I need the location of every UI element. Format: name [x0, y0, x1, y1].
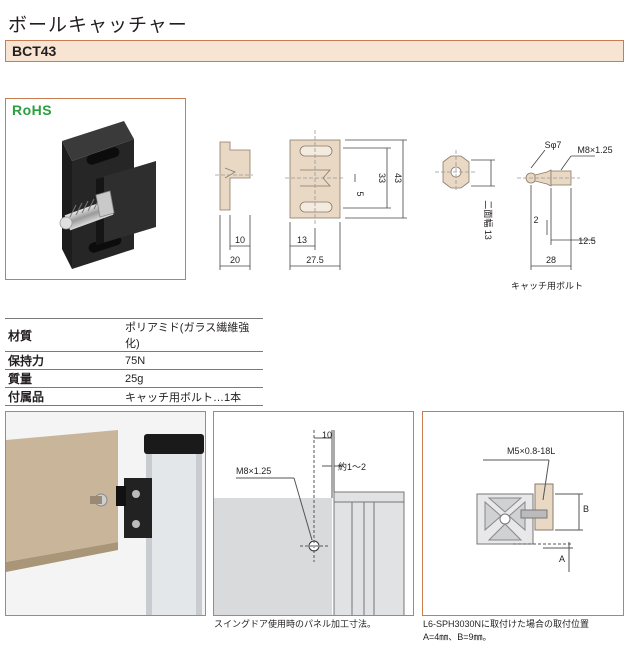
dim-bolt-12-5: 12.5: [578, 236, 596, 246]
mounting-drawing-svg: [476, 459, 583, 572]
spec-row: 材質ポリアミド(ガラス繊維強化): [5, 318, 263, 352]
mounting-drawing: M5×0.8-18L B A: [422, 411, 624, 616]
spec-key: 付属品: [5, 387, 122, 406]
mount-caption-line1: L6-SPH3030Nに取付けた場合の取付位置: [423, 619, 590, 629]
dim-side-5: 5: [355, 191, 365, 196]
model-bar: BCT43: [5, 40, 624, 62]
spec-row: 付属品キャッチ用ボルト…1本: [5, 387, 263, 406]
dim-mount-bolt: M5×0.8-18L: [507, 446, 556, 456]
bolt-view: [517, 149, 595, 270]
panel-caption: スイングドア使用時のパネル加工寸法。: [214, 619, 377, 629]
dim-mount-b: B: [583, 504, 590, 514]
spec-value: 75N: [122, 351, 263, 370]
dim-bolt-sphere: Sφ7: [545, 140, 562, 150]
mount-caption-line2: A=4㎜、B=9㎜。: [423, 632, 492, 642]
ball-catcher-image: [59, 121, 156, 269]
product-photo: RoHS: [5, 98, 186, 280]
page-title: ボールキャッチャー: [8, 14, 188, 36]
dim-panel-10: 10: [322, 430, 333, 440]
panel-drawing-svg: [214, 430, 405, 615]
spec-value: 25g: [122, 369, 263, 388]
spec-key: 材質: [5, 318, 122, 352]
nut-view: [435, 150, 495, 192]
bolt-caption: キャッチ用ボルト: [511, 281, 584, 291]
dim-front-20: 20: [230, 255, 240, 265]
installation-photo: [5, 411, 206, 616]
technical-drawing: 10 20 13 27.5 33 43 5 二面幅 13: [215, 130, 613, 270]
spec-value: ポリアミド(ガラス繊維強化): [122, 318, 263, 352]
model-number: BCT43: [12, 43, 57, 59]
dim-panel-thread: M8×1.25: [236, 466, 272, 476]
dim-side-27-5: 27.5: [306, 255, 324, 265]
dim-side-13: 13: [297, 235, 307, 245]
spec-value: キャッチ用ボルト…1本: [122, 387, 263, 406]
front-view: [215, 141, 253, 270]
installation-image: [6, 412, 205, 615]
dim-bolt-thread: M8×1.25: [577, 145, 612, 155]
spec-key: 保持力: [5, 351, 122, 370]
panel-drawing: 10 約1～2 M8×1.25: [213, 411, 414, 616]
side-view: [285, 130, 407, 270]
dim-bolt-2: 2: [533, 215, 538, 225]
dim-panel-gap: 約1～2: [338, 462, 367, 472]
dim-bolt-28: 28: [546, 255, 556, 265]
dim-side-43: 43: [393, 173, 403, 183]
dim-front-10: 10: [235, 235, 245, 245]
dim-mount-a: A: [559, 554, 566, 564]
rohs-logo: RoHS: [12, 102, 53, 118]
spec-key: 質量: [5, 369, 122, 388]
dim-side-33: 33: [377, 173, 387, 183]
dim-nut-width: 二面幅 13: [483, 200, 494, 240]
